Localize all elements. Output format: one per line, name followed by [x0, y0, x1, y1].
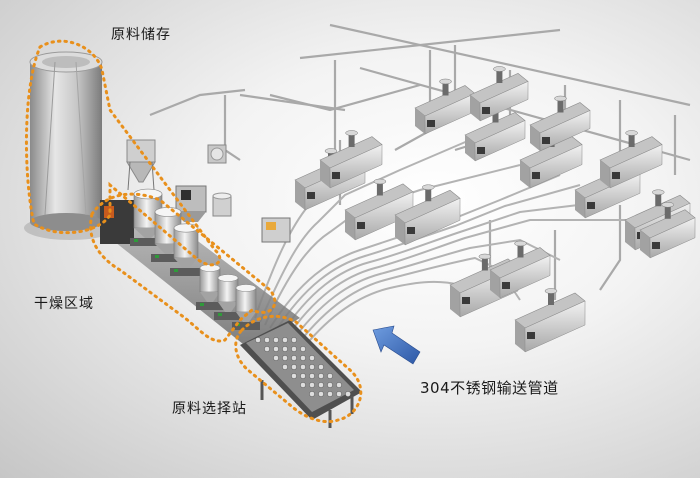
manifold-port	[309, 391, 315, 397]
injection-machine	[344, 178, 414, 241]
pipe-bundle	[254, 139, 660, 353]
manifold-port	[309, 382, 315, 388]
injection-machine	[529, 95, 591, 152]
manifold-port	[318, 373, 324, 379]
manifold-port	[336, 382, 342, 388]
selection-station-label: 原料选择站	[172, 401, 247, 417]
manifold-port	[318, 364, 324, 370]
manifold-port	[282, 346, 288, 352]
aux-loader-2	[212, 192, 232, 217]
drying-area-label: 干燥区域	[34, 296, 94, 312]
highlight-outlines	[24, 39, 363, 423]
manifold-port	[282, 355, 288, 361]
raw-material-silo	[29, 51, 103, 231]
storage-label: 原料储存	[111, 27, 171, 43]
manifold-port	[327, 382, 333, 388]
injection-machine	[639, 202, 696, 259]
manifold-port	[273, 355, 279, 361]
injection-machine	[489, 240, 551, 299]
injection-molding-machines	[294, 66, 696, 353]
pointer-arrow	[372, 325, 421, 365]
pipeline-label: 304不锈钢输送管道	[420, 379, 559, 397]
manifold-port	[300, 364, 306, 370]
manifold-port	[273, 346, 279, 352]
aux-chiller	[261, 217, 291, 243]
drying-outline	[89, 192, 277, 343]
manifold-port	[264, 337, 270, 343]
manifold-port	[300, 373, 306, 379]
manifold-port	[291, 355, 297, 361]
manifold-port	[255, 337, 261, 343]
manifold-port	[300, 346, 306, 352]
manifold-port	[291, 364, 297, 370]
storage-outline	[24, 39, 222, 267]
manifold-port	[345, 391, 351, 397]
injection-machine	[599, 130, 663, 189]
manifold-port	[309, 373, 315, 379]
manifold-port	[273, 337, 279, 343]
dryer-hopper	[196, 264, 224, 310]
injection-machine	[394, 184, 461, 246]
manifold-port	[318, 391, 324, 397]
injection-machine	[319, 130, 383, 189]
injection-machine	[414, 78, 476, 135]
material-selection-manifold	[240, 320, 362, 428]
injection-machine	[514, 288, 586, 353]
manifold-port	[282, 364, 288, 370]
injection-machine	[464, 105, 526, 162]
manifold-port	[291, 337, 297, 343]
manifold-port	[309, 355, 315, 361]
manifold-port	[291, 346, 297, 352]
aux-loader-1	[207, 144, 227, 164]
manifold-port	[291, 373, 297, 379]
manifold-port	[300, 355, 306, 361]
manifold-port	[336, 391, 342, 397]
manifold-port	[264, 346, 270, 352]
manifold-port	[282, 337, 288, 343]
manifold-port	[327, 373, 333, 379]
manifold-port	[318, 382, 324, 388]
manifold-port	[309, 364, 315, 370]
manifold-port	[327, 391, 333, 397]
selection-outline	[234, 314, 363, 423]
manifold-port	[300, 382, 306, 388]
injection-machine	[469, 66, 529, 122]
